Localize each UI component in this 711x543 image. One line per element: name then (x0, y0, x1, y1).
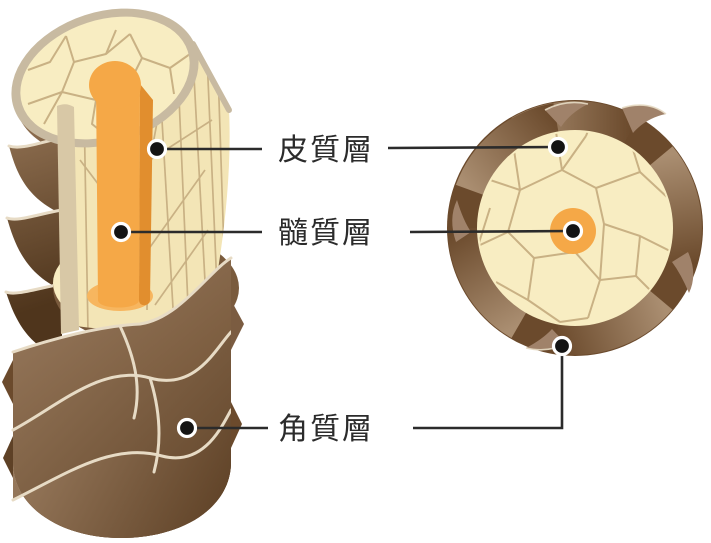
fiber-line (79, 95, 213, 306)
cell-line (27, 35, 75, 105)
callout-cuticle: 角質層 (176, 335, 573, 446)
medulla-leader-right (409, 229, 574, 234)
cuticle-scale (7, 210, 62, 290)
scale-cusp-line (148, 376, 161, 474)
ring-scale-segment (455, 103, 560, 196)
scale-edge-line (11, 256, 233, 354)
scale-edge-line (11, 408, 233, 502)
cuticle-scale (9, 138, 62, 214)
ring-scale-tip (622, 105, 666, 133)
scale-cusp-line (118, 324, 139, 420)
fiber-line (217, 69, 225, 251)
callouts: 皮質層 髓質層 角質層 (110, 134, 584, 446)
cuticle-scale (6, 284, 62, 358)
medulla-dot-left (110, 221, 132, 243)
ring-scale-tip (672, 252, 694, 293)
scale-tip (231, 402, 242, 448)
callout-medulla: 髓質層 (110, 217, 584, 250)
callout-cortex: 皮質層 (146, 134, 569, 167)
cuticle-dot-right (551, 335, 573, 357)
cortex-dot-right (547, 136, 569, 158)
face-cut-right-edge (190, 41, 232, 113)
fiber-line (177, 73, 189, 307)
cell-line (595, 187, 671, 253)
ring-scale-segment (649, 146, 702, 272)
medulla-dot-right (562, 220, 584, 242)
cell-line (479, 135, 669, 199)
cortex-label: 皮質層 (278, 134, 374, 167)
ring-scale-segment (553, 289, 673, 355)
cell-line (479, 207, 605, 324)
fiber-line (159, 85, 174, 309)
medulla-rod (87, 61, 153, 311)
medulla-rod-face (96, 84, 140, 308)
ring-scale-tip (545, 102, 588, 127)
cuticle-leader-right (413, 347, 564, 430)
scale-row (13, 410, 231, 538)
scale-tip (2, 360, 13, 404)
cuticle-shaft-body (2, 256, 244, 538)
cortex-leader-right (387, 145, 559, 150)
cell-line (479, 189, 576, 259)
medulla-dome (89, 61, 141, 109)
cortex-dot-left (146, 138, 168, 160)
medulla-label: 髓質層 (278, 217, 374, 250)
cuticle-cut-rim-strip (57, 104, 79, 334)
medulla-rod-shade (139, 84, 153, 306)
scale-edge-line (5, 208, 64, 221)
scale-tip (3, 436, 13, 478)
cuticle-dot-left (176, 417, 198, 439)
cuticle-ring-scales (448, 101, 702, 355)
cuticle-label: 角質層 (278, 413, 374, 446)
ring-scale-segment (448, 227, 527, 338)
hair-shaft-3d (2, 8, 244, 538)
scale-tip (231, 300, 244, 350)
cell-line (105, 29, 191, 95)
fiber-line (206, 55, 218, 289)
